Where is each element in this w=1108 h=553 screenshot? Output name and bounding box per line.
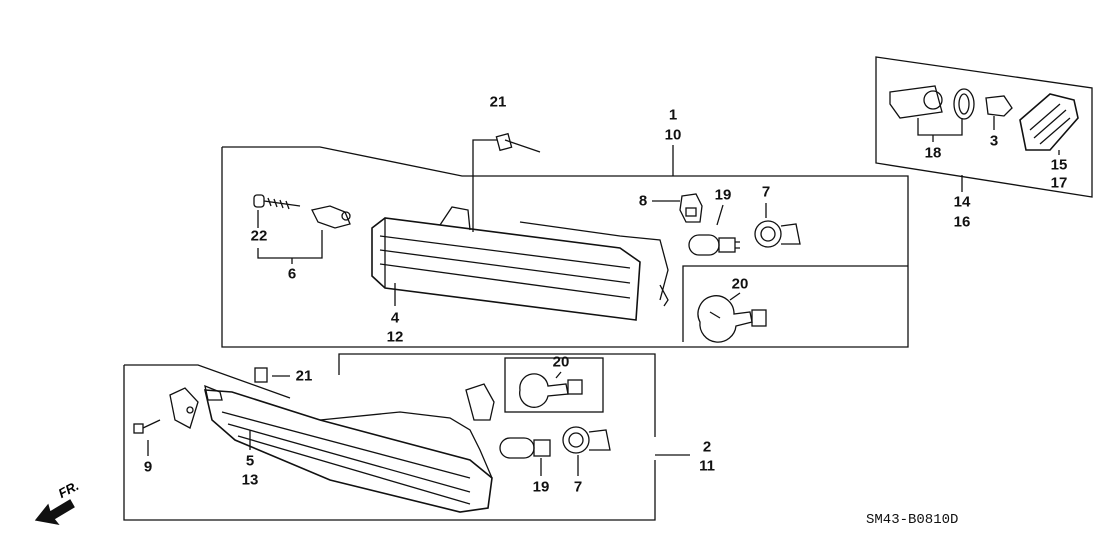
- callout-19: 19: [714, 186, 732, 204]
- callout-21: 21: [489, 93, 507, 111]
- screw-9: [133, 419, 161, 456]
- diagram-code: SM43-B0810D: [866, 512, 959, 528]
- callout-12: 12: [386, 328, 404, 346]
- callout-17: 17: [1050, 174, 1068, 192]
- callout-4: 4: [390, 309, 400, 327]
- callout-3: 3: [989, 132, 999, 150]
- callout-6: 6: [287, 265, 297, 283]
- socket-7: [754, 220, 801, 248]
- bulb-19-lower: [499, 437, 551, 459]
- socket-18: [889, 85, 963, 142]
- upper-turn-signal-lamp: [371, 206, 669, 321]
- socket-8-lower: [465, 383, 495, 421]
- gasket: [953, 88, 975, 120]
- side-marker-group-outline: [875, 56, 1093, 198]
- callout-10: 10: [664, 126, 682, 144]
- callout-7: 7: [761, 183, 771, 201]
- side-marker-lens: [1019, 93, 1079, 155]
- callout-2: 2: [702, 438, 712, 456]
- lower-turn-signal-lamp: [203, 384, 493, 513]
- callout-18: 18: [924, 144, 942, 162]
- callout-9: 9: [143, 458, 153, 476]
- clip-21-lower: [254, 367, 268, 383]
- callout-22: 22: [250, 227, 268, 245]
- callout-5: 5: [245, 452, 255, 470]
- callout-21-lower: 21: [295, 367, 313, 385]
- clip-6: [311, 205, 351, 229]
- callout-13: 13: [241, 471, 259, 489]
- bulb-3: [985, 95, 1013, 130]
- callout-19-lower: 19: [532, 478, 550, 496]
- bulb-20-lower: [519, 373, 583, 408]
- callout-1: 1: [668, 106, 678, 124]
- bulb-19: [688, 234, 740, 256]
- bracket: [169, 387, 199, 429]
- screw-22: [253, 194, 301, 210]
- callout-14: 14: [953, 193, 971, 211]
- upper-group-outline: [221, 146, 909, 348]
- callout-20-lower: 20: [552, 353, 570, 371]
- socket-7-lower: [562, 426, 611, 454]
- callout-20: 20: [731, 275, 749, 293]
- bulb-20: [697, 295, 767, 343]
- lower-group-outline: [124, 364, 291, 399]
- socket-8: [679, 193, 703, 223]
- clip-21: [495, 132, 513, 152]
- callout-8: 8: [638, 192, 648, 210]
- callout-11: 11: [699, 457, 715, 475]
- callout-7-lower: 7: [573, 478, 583, 496]
- front-direction-arrow-icon: [34, 499, 75, 525]
- callout-16: 16: [953, 213, 971, 231]
- callout-15: 15: [1050, 156, 1068, 174]
